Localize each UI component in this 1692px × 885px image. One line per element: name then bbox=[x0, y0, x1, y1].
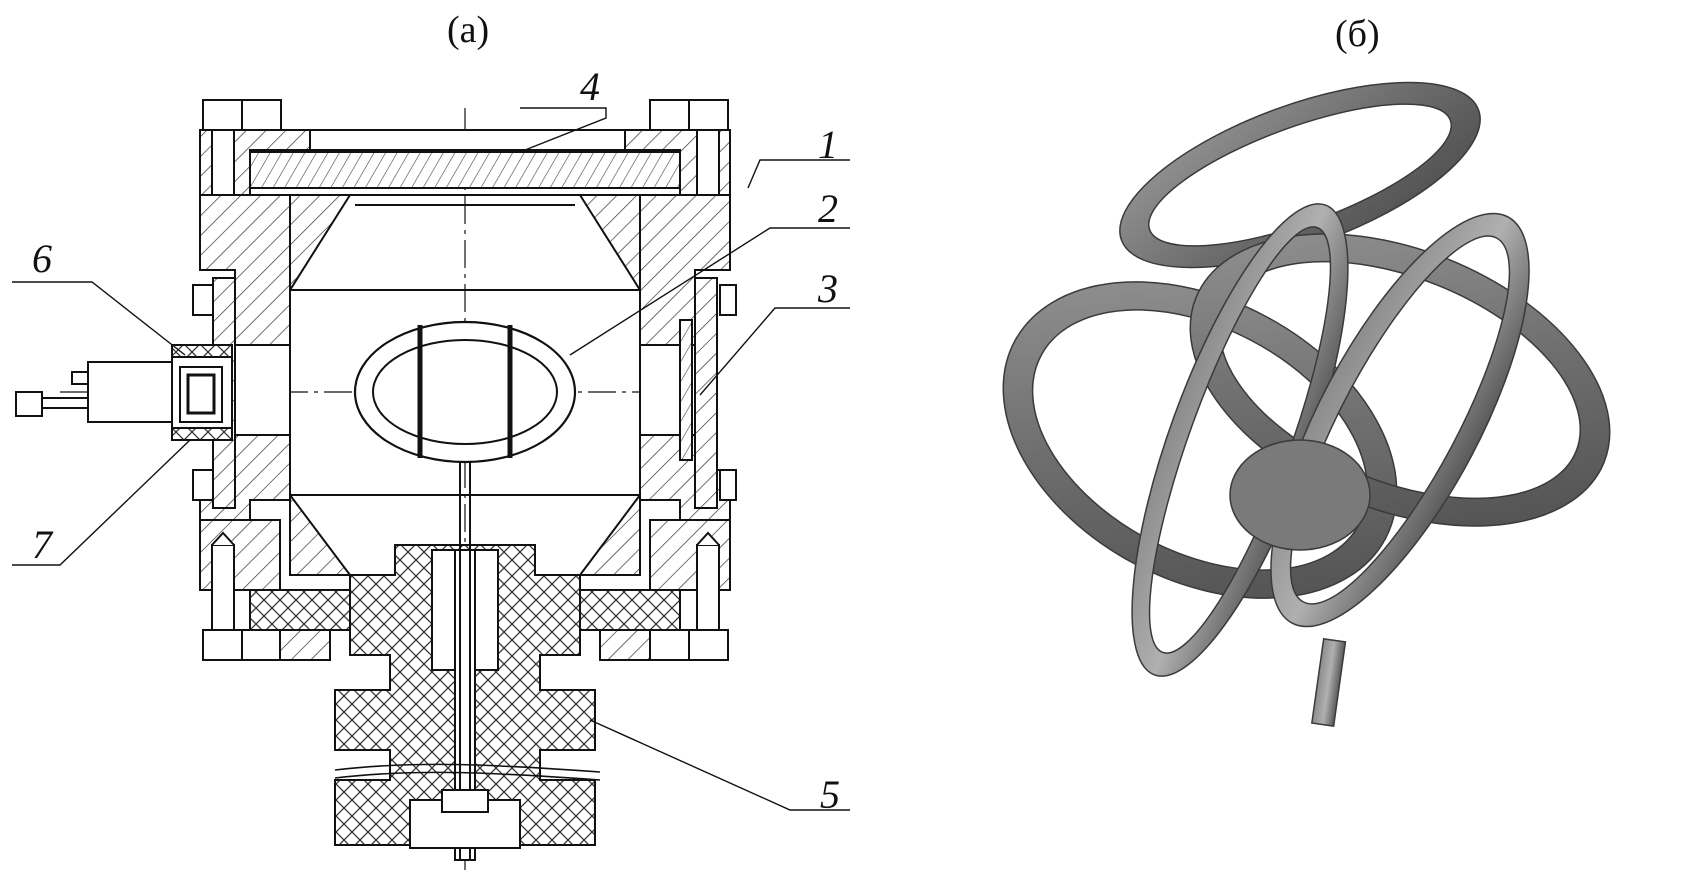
callout-4-leader bbox=[519, 107, 607, 153]
callout-1: 1 bbox=[818, 122, 838, 167]
callouts bbox=[12, 107, 850, 811]
panel-b-label: (б) bbox=[1335, 13, 1380, 55]
callout-1-leader bbox=[747, 159, 850, 189]
right-flange bbox=[694, 277, 718, 509]
section-drawing bbox=[15, 99, 737, 870]
ring-cage-render bbox=[1002, 81, 1611, 727]
panel-a-label: (а) bbox=[447, 9, 490, 51]
insert-bottom-left bbox=[289, 492, 352, 576]
sensor-connector bbox=[15, 391, 43, 417]
callout-5-leader bbox=[589, 719, 850, 811]
top-window-glass bbox=[249, 151, 681, 189]
callout-2-leader bbox=[569, 227, 850, 356]
callout-4: 4 bbox=[580, 64, 600, 109]
callout-7: 7 bbox=[32, 522, 54, 567]
ring-large-right bbox=[1189, 233, 1611, 527]
ring-large-left bbox=[1002, 281, 1398, 599]
cage-core bbox=[1229, 439, 1371, 551]
callout-3-leader bbox=[699, 307, 850, 396]
insert-top-right bbox=[578, 194, 641, 294]
insert-top-left bbox=[289, 194, 352, 294]
callout-3: 3 bbox=[817, 266, 838, 311]
sensor-body bbox=[87, 361, 173, 423]
insert-bottom-right bbox=[578, 492, 641, 576]
ring-vertical-right bbox=[1270, 212, 1530, 628]
callout-6-leader bbox=[12, 281, 186, 356]
callout-5: 5 bbox=[820, 772, 840, 817]
bottom-nut bbox=[441, 789, 489, 813]
spherical-cell-inner bbox=[372, 339, 558, 445]
callout-7-leader bbox=[12, 439, 191, 566]
callout-2: 2 bbox=[818, 186, 838, 231]
right-window-glass bbox=[679, 319, 693, 461]
cage-stem bbox=[1310, 638, 1347, 727]
callout-6: 6 bbox=[32, 236, 52, 281]
